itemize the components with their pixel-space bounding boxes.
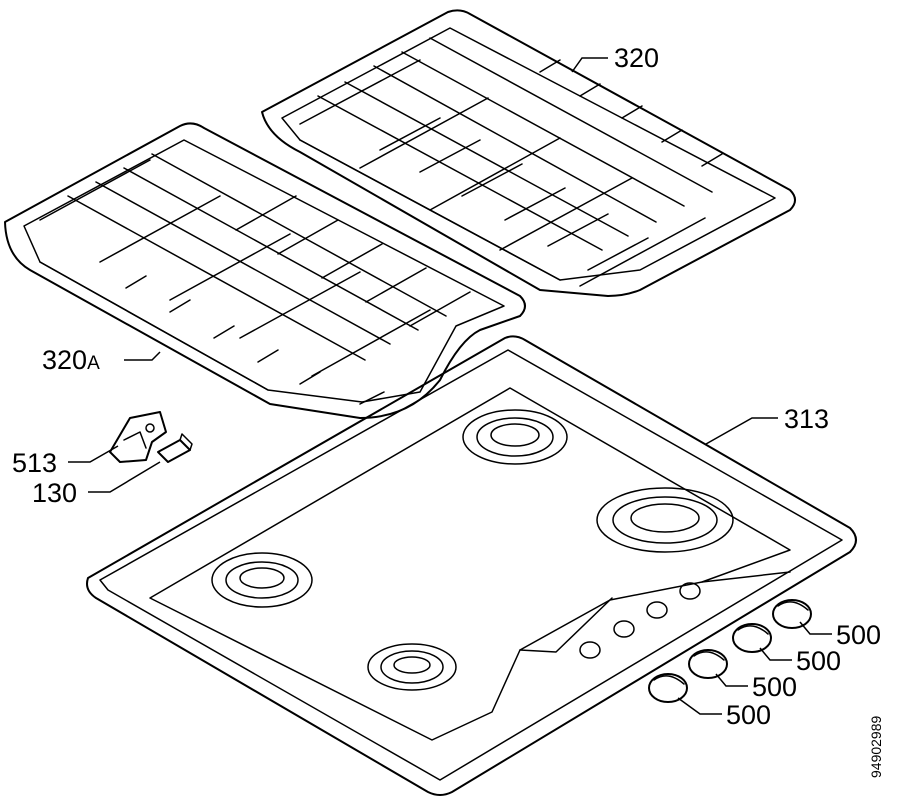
label-hob: 313: [784, 404, 829, 434]
pan-support-left: [4, 122, 526, 419]
label-knob-4: 500: [726, 700, 771, 730]
burner-right: [596, 487, 734, 553]
leader-lines: [68, 57, 832, 715]
label-grid-right: 320: [614, 43, 659, 73]
label-knob-3: 500: [752, 672, 797, 702]
label-bracket: 513: [12, 448, 57, 478]
knob-3: [688, 649, 728, 679]
knob-4: [648, 673, 688, 703]
label-knob-1: 500: [836, 620, 881, 650]
label-knob-2: 500: [796, 646, 841, 676]
bracket-part: [109, 411, 167, 463]
pad-part: [157, 433, 193, 463]
hob-top: [86, 335, 857, 796]
burner-front: [367, 643, 457, 691]
pan-support-right: [261, 9, 796, 297]
knob-1: [772, 599, 812, 629]
drawing-code: 94902989: [868, 715, 884, 778]
label-grid-left: 320A: [42, 345, 100, 375]
knob-holes: [579, 582, 701, 659]
label-pad: 130: [32, 478, 77, 508]
burner-back: [462, 409, 568, 465]
knob-2: [732, 623, 772, 653]
burner-left: [211, 552, 313, 608]
